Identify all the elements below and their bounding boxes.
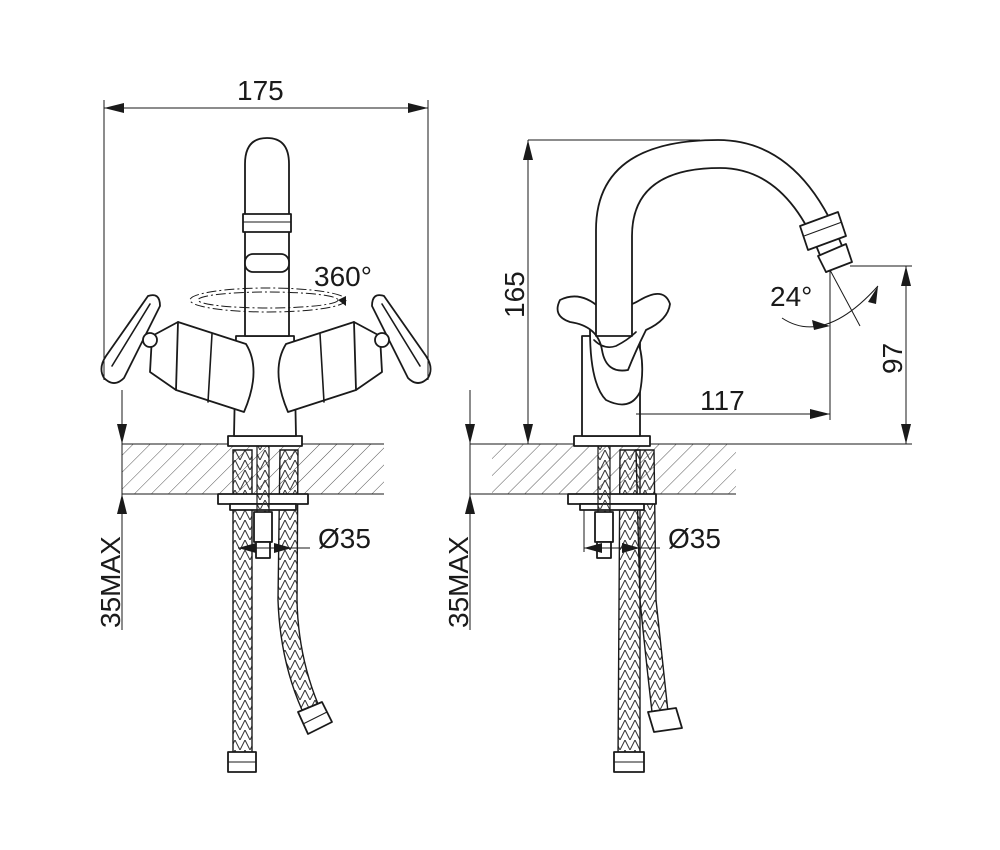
dim-spout-angle: 24° <box>770 281 812 312</box>
dim-spout-height: 97 <box>877 343 908 374</box>
dim-hole-right: Ø35 <box>668 523 721 554</box>
dim-counter-left: 35MAX <box>95 536 126 628</box>
dim-width-total: 175 <box>237 75 284 106</box>
side-view <box>465 139 912 773</box>
countertop-front <box>122 444 384 494</box>
front-view <box>100 100 432 773</box>
dim-hole-left: Ø35 <box>318 523 371 554</box>
dim-height-total: 165 <box>499 271 530 318</box>
dim-spout-reach: 117 <box>700 385 745 416</box>
dim-counter-right: 35MAX <box>443 536 474 628</box>
countertop-side <box>492 444 736 494</box>
dim-swivel-angle: 360° <box>314 261 372 292</box>
